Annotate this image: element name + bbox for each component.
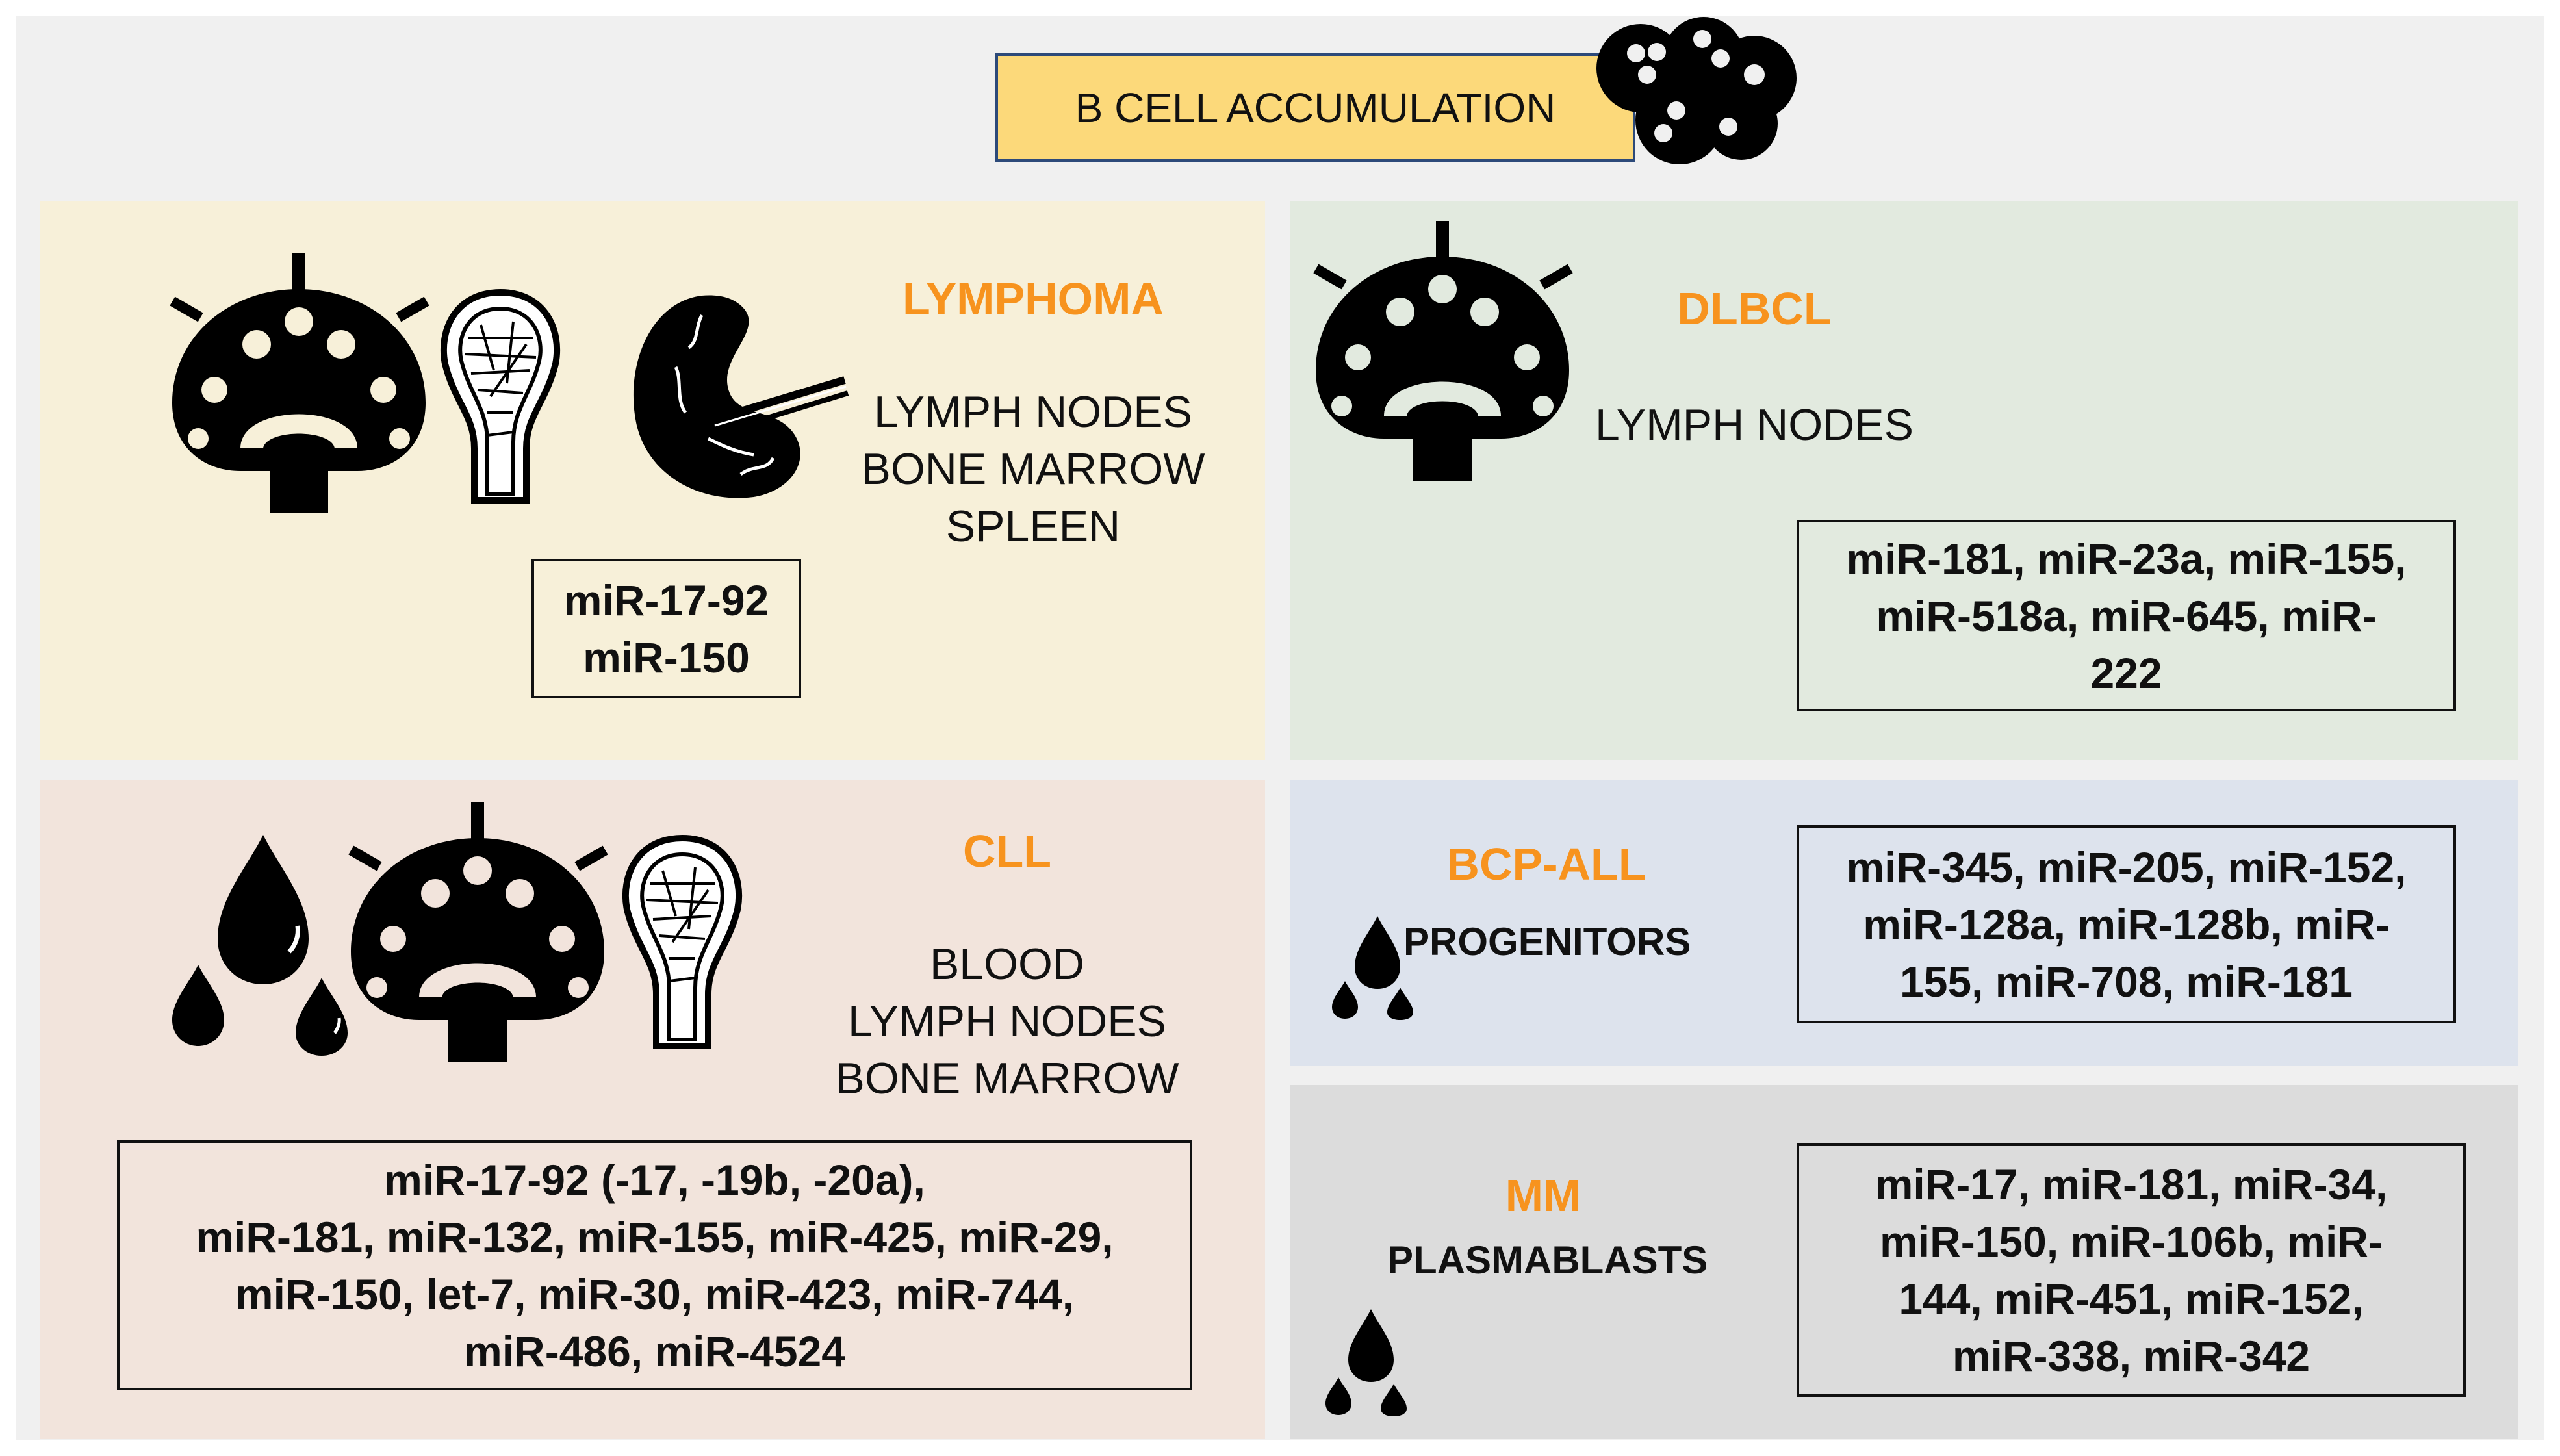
cll-title: CLL	[962, 826, 1052, 876]
mirna-line: 155, miR-708, miR-181	[1899, 957, 2353, 1006]
lymph-node-icon	[170, 253, 429, 513]
blood-drops-icon	[1332, 916, 1413, 1020]
mirna-line: miR-486, miR-4524	[464, 1327, 845, 1375]
mirna-line: miR-17-92	[563, 576, 769, 624]
mm-cell-type: PLASMABLASTS	[1387, 1238, 1708, 1282]
mirna-line: miR-150, miR-106b, miR-	[1880, 1218, 2383, 1266]
mirna-line: miR-150, let-7, miR-30, miR-423, miR-744…	[235, 1270, 1075, 1318]
lymph-node-icon	[1313, 221, 1573, 481]
header-title: B CELL ACCUMULATION	[1075, 84, 1556, 131]
panel-lymphoma	[40, 201, 1265, 760]
location-label: BONE MARROW	[861, 444, 1205, 494]
mirna-line: miR-181, miR-132, miR-155, miR-425, miR-…	[196, 1212, 1114, 1261]
bcpall-title: BCP-ALL	[1446, 839, 1646, 889]
location-label: BONE MARROW	[835, 1054, 1179, 1103]
dlbcl-locations: LYMPH NODES	[1559, 396, 1949, 453]
lymphoma-mirna-box: miR-17-92 miR-150	[531, 559, 801, 698]
bcpall-mirna-box: miR-345, miR-205, miR-152, miR-128a, miR…	[1797, 825, 2456, 1023]
mirna-line: 222	[2090, 648, 2162, 697]
location-label: LYMPH NODES	[1595, 400, 1914, 450]
lymphoma-title: LYMPHOMA	[902, 274, 1164, 324]
bcpall-cell-type: PROGENITORS	[1403, 920, 1691, 964]
mirna-line: miR-338, miR-342	[1952, 1332, 2310, 1380]
dlbcl-mirna-box: miR-181, miR-23a, miR-155, miR-518a, miR…	[1797, 520, 2456, 711]
location-label: LYMPH NODES	[874, 387, 1192, 437]
blood-drops-icon	[172, 835, 348, 1056]
mirna-line: miR-181, miR-23a, miR-155,	[1846, 534, 2407, 583]
location-label: BLOOD	[929, 939, 1085, 989]
lymph-node-icon	[348, 802, 608, 1062]
bone-marrow-icon	[440, 288, 561, 504]
dlbcl-title: DLBCL	[1677, 283, 1832, 334]
mirna-line: miR-17, miR-181, miR-34,	[1875, 1160, 2388, 1208]
mirna-line: 144, miR-451, miR-152,	[1899, 1275, 2364, 1323]
location-label: LYMPH NODES	[848, 997, 1166, 1046]
header-box: B CELL ACCUMULATION	[995, 53, 1635, 162]
lymphoma-locations: LYMPH NODES BONE MARROW SPLEEN	[845, 383, 1222, 555]
mm-title: MM	[1505, 1170, 1581, 1221]
location-label: SPLEEN	[945, 502, 1121, 551]
bone-marrow-icon	[622, 834, 743, 1049]
blood-drops-icon	[1325, 1309, 1407, 1416]
cll-mirna-box: miR-17-92 (-17, -19b, -20a), miR-181, mi…	[117, 1140, 1192, 1390]
mirna-line: miR-518a, miR-645, miR-	[1876, 591, 2377, 640]
mirna-line: miR-128a, miR-128b, miR-	[1863, 900, 2390, 949]
b-cells-cluster-icon	[1596, 17, 1797, 164]
mirna-line: miR-150	[583, 633, 750, 682]
spleen-icon	[633, 295, 849, 498]
cll-locations: BLOOD LYMPH NODES BONE MARROW	[806, 936, 1209, 1107]
mirna-line: miR-17-92 (-17, -19b, -20a),	[384, 1155, 925, 1204]
mirna-line: miR-345, miR-205, miR-152,	[1846, 843, 2407, 891]
mm-mirna-box: miR-17, miR-181, miR-34, miR-150, miR-10…	[1797, 1143, 2466, 1397]
